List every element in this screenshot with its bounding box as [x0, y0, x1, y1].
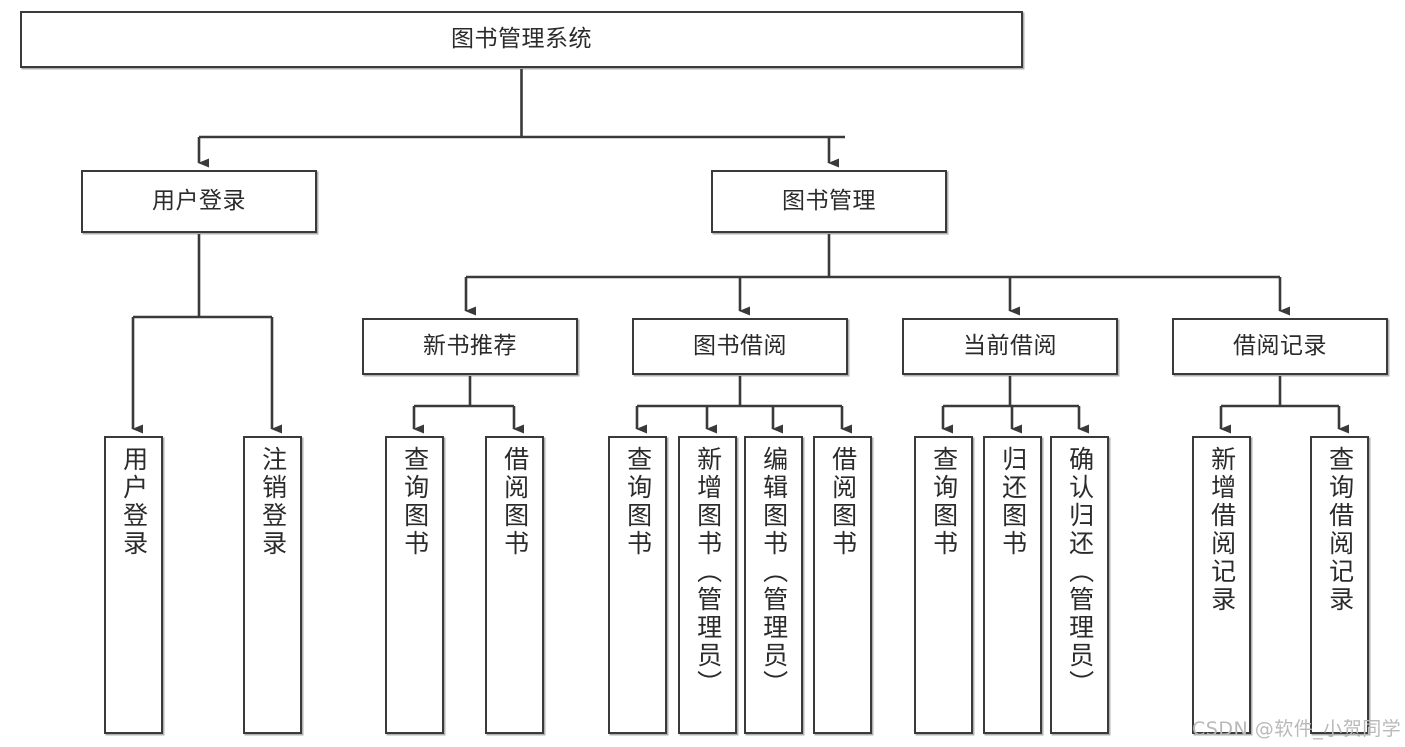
node-leaf-query-book-2-label: 查询图书	[623, 446, 653, 558]
node-leaf-borrow-book-2[interactable]: 借阅图书	[813, 436, 872, 734]
node-leaf-add-record[interactable]: 新增借阅记录	[1192, 436, 1251, 734]
node-user-login[interactable]: 用户登录	[81, 170, 317, 233]
node-borrow-record[interactable]: 借阅记录	[1172, 318, 1388, 375]
node-leaf-add-record-label: 新增借阅记录	[1207, 446, 1237, 614]
node-leaf-user-logout[interactable]: 注销登录	[243, 436, 302, 734]
csdn-watermark: CSDN @软件_小贺同学	[1192, 718, 1402, 740]
node-new-book-recommend[interactable]: 新书推荐	[362, 318, 578, 375]
node-new-book-recommend-label: 新书推荐	[423, 332, 517, 359]
node-leaf-edit-book-label: 编辑图书（管理员）	[759, 446, 789, 698]
node-leaf-query-book-2[interactable]: 查询图书	[608, 436, 667, 734]
node-leaf-edit-book[interactable]: 编辑图书（管理员）	[744, 436, 803, 734]
node-leaf-add-book-label: 新增图书（管理员）	[693, 446, 723, 698]
node-leaf-return-book[interactable]: 归还图书	[983, 436, 1042, 734]
node-leaf-add-book[interactable]: 新增图书（管理员）	[678, 436, 737, 734]
node-leaf-borrow-book-2-label: 借阅图书	[828, 446, 858, 558]
node-book-borrow-label: 图书借阅	[693, 332, 787, 359]
node-leaf-query-book-3[interactable]: 查询图书	[914, 436, 973, 734]
node-leaf-query-book-1-label: 查询图书	[400, 446, 430, 558]
node-leaf-query-record-label: 查询借阅记录	[1325, 446, 1355, 614]
node-leaf-borrow-book-1-label: 借阅图书	[500, 446, 530, 558]
node-leaf-query-book-1[interactable]: 查询图书	[385, 436, 444, 734]
node-user-login-label: 用户登录	[152, 187, 246, 214]
node-leaf-confirm-return[interactable]: 确认归还（管理员）	[1050, 436, 1109, 734]
node-leaf-query-book-3-label: 查询图书	[929, 446, 959, 558]
node-current-borrow-label: 当前借阅	[963, 332, 1057, 359]
node-leaf-query-record[interactable]: 查询借阅记录	[1310, 436, 1369, 734]
node-leaf-return-book-label: 归还图书	[998, 446, 1028, 558]
node-borrow-record-label: 借阅记录	[1233, 332, 1327, 359]
node-leaf-user-login[interactable]: 用户登录	[104, 436, 163, 734]
node-leaf-confirm-return-label: 确认归还（管理员）	[1065, 446, 1095, 698]
node-root[interactable]: 图书管理系统	[20, 11, 1023, 68]
node-current-borrow[interactable]: 当前借阅	[902, 318, 1118, 375]
node-leaf-user-login-label: 用户登录	[119, 446, 149, 558]
node-book-management[interactable]: 图书管理	[711, 170, 947, 233]
node-leaf-user-logout-label: 注销登录	[258, 446, 288, 558]
node-book-management-label: 图书管理	[782, 187, 876, 214]
node-book-borrow[interactable]: 图书借阅	[632, 318, 848, 375]
node-root-label: 图书管理系统	[451, 25, 592, 52]
node-leaf-borrow-book-1[interactable]: 借阅图书	[485, 436, 544, 734]
